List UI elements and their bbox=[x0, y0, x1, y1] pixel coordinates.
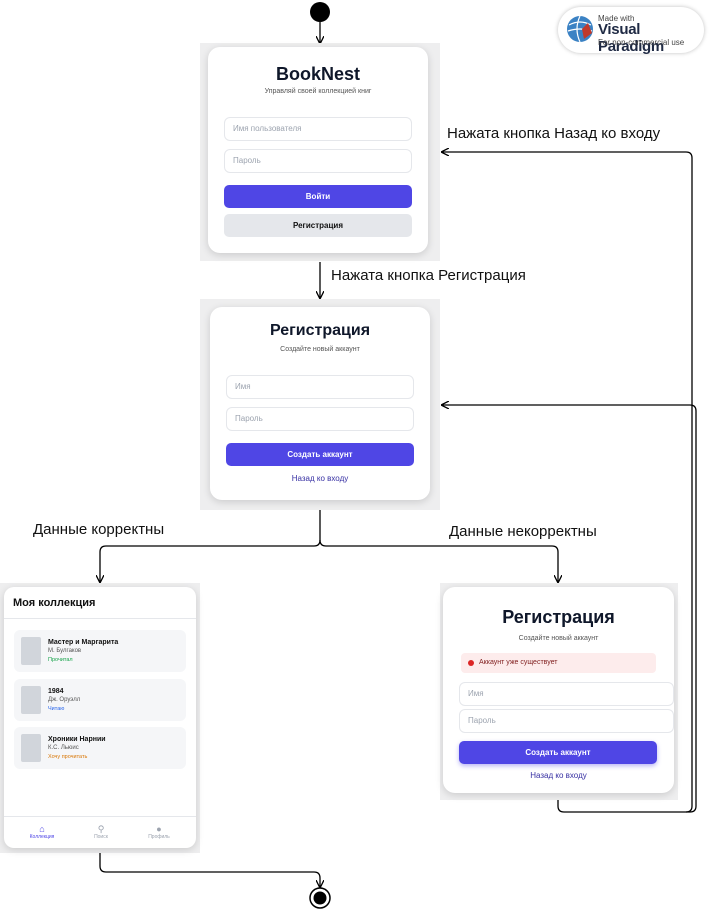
register-error-screen: Регистрация Создайте новый аккаунт Аккау… bbox=[440, 583, 678, 800]
name-input[interactable]: Имя bbox=[459, 682, 674, 706]
username-input[interactable]: Имя пользователя bbox=[224, 117, 412, 141]
home-icon: ⌂ bbox=[39, 824, 45, 834]
label-back-to-login: Нажата кнопка Назад ко входу bbox=[447, 125, 661, 142]
register-password-input[interactable]: Пароль bbox=[226, 407, 414, 431]
collection-to-end-arrow bbox=[99, 852, 320, 887]
book-card[interactable]: Хроники Нарнии К.С. Льюис Хочу прочитать bbox=[14, 727, 186, 769]
nav-item-search[interactable]: ⚲ Поиск bbox=[81, 824, 121, 840]
nav-divider bbox=[4, 816, 196, 817]
book-cover bbox=[21, 686, 41, 714]
create-account-button[interactable]: Создать аккаунт bbox=[226, 443, 414, 466]
book-cover bbox=[21, 637, 41, 665]
nav-item-profile[interactable]: ● Профиль bbox=[139, 824, 179, 840]
app-title: BookNest bbox=[275, 64, 360, 84]
watermark-made-with: Made with bbox=[598, 14, 635, 23]
login-button[interactable]: Войти bbox=[224, 185, 412, 208]
final-node-dot bbox=[313, 891, 327, 905]
create-account-button[interactable]: Создать аккаунт bbox=[459, 741, 657, 764]
search-icon: ⚲ bbox=[97, 824, 105, 834]
label-data-incorrect: Данные некорректны bbox=[449, 523, 597, 540]
password-input[interactable]: Пароль bbox=[224, 149, 412, 173]
register-error-card: Регистрация Создайте новый аккаунт Аккау… bbox=[443, 587, 674, 793]
back-to-login-link[interactable]: Назад ко входу bbox=[291, 474, 349, 483]
register-error-subtitle: Создайте новый аккаунт bbox=[518, 635, 599, 642]
register-screen: Регистрация Создайте новый аккаунт Имя П… bbox=[200, 299, 440, 510]
visual-paradigm-logo-icon bbox=[567, 15, 593, 43]
label-to-register: Нажата кнопка Регистрация bbox=[331, 267, 526, 284]
book-card[interactable]: 1984 Дж. Оруэлл Читаю bbox=[14, 679, 186, 721]
collection-card: Моя коллекция Мастер и Маргарита М. Булг… bbox=[4, 587, 196, 848]
error-dot-icon bbox=[468, 660, 474, 666]
book-status: Хочу прочитать bbox=[48, 754, 88, 760]
collection-screen: Моя коллекция Мастер и Маргарита М. Булг… bbox=[0, 583, 200, 853]
register-password-input[interactable]: Пароль bbox=[459, 709, 674, 733]
login-screen: BookNest Управляй своей коллекцией книг … bbox=[200, 43, 440, 261]
book-author: Дж. Оруэлл bbox=[48, 697, 81, 703]
register-title: Регистрация bbox=[269, 322, 371, 339]
label-data-correct: Данные корректны bbox=[33, 521, 165, 538]
register-button[interactable]: Регистрация bbox=[224, 214, 412, 237]
nav-label: Профиль bbox=[148, 834, 170, 840]
register-subtitle: Создайте новый аккаунт bbox=[280, 346, 360, 353]
watermark-brand: Visual Paradigm bbox=[598, 21, 664, 55]
name-input[interactable]: Имя bbox=[226, 375, 414, 399]
back-to-login-link[interactable]: Назад ко входу bbox=[530, 771, 587, 780]
collection-title: Моя коллекция bbox=[13, 597, 96, 609]
register-to-error-arrow bbox=[319, 539, 558, 582]
book-author: К.С. Льюис bbox=[48, 745, 79, 751]
visual-paradigm-watermark: Made with Visual Paradigm For non-commer… bbox=[558, 7, 704, 55]
book-status: Прочитал bbox=[48, 657, 73, 663]
error-message: Аккаунт уже существует bbox=[479, 659, 558, 666]
initial-node bbox=[310, 2, 330, 22]
bottom-nav: ⌂ Коллекция ⚲ Поиск ● Профиль bbox=[4, 816, 196, 848]
book-status: Читаю bbox=[48, 706, 65, 712]
profile-icon: ● bbox=[156, 824, 162, 834]
book-cover bbox=[21, 734, 41, 762]
register-error-title: Регистрация bbox=[502, 607, 615, 627]
book-author: М. Булгаков bbox=[48, 648, 82, 654]
login-card: BookNest Управляй своей коллекцией книг … bbox=[208, 47, 428, 253]
book-title: Мастер и Маргарита bbox=[48, 639, 119, 646]
app-subtitle: Управляй своей коллекцией книг bbox=[264, 88, 372, 95]
final-node-ring bbox=[309, 887, 331, 909]
nav-label: Поиск bbox=[94, 834, 108, 840]
nav-item-collection[interactable]: ⌂ Коллекция bbox=[22, 824, 62, 840]
header-divider bbox=[4, 618, 196, 619]
book-title: Хроники Нарнии bbox=[48, 736, 106, 743]
book-title: 1984 bbox=[48, 688, 64, 695]
register-card: Регистрация Создайте новый аккаунт Имя П… bbox=[210, 307, 430, 500]
book-card[interactable]: Мастер и Маргарита М. Булгаков Прочитал bbox=[14, 630, 186, 672]
nav-label: Коллекция bbox=[29, 834, 55, 840]
error-alert: Аккаунт уже существует bbox=[461, 653, 656, 673]
watermark-note: For non-commercial use bbox=[598, 38, 685, 47]
